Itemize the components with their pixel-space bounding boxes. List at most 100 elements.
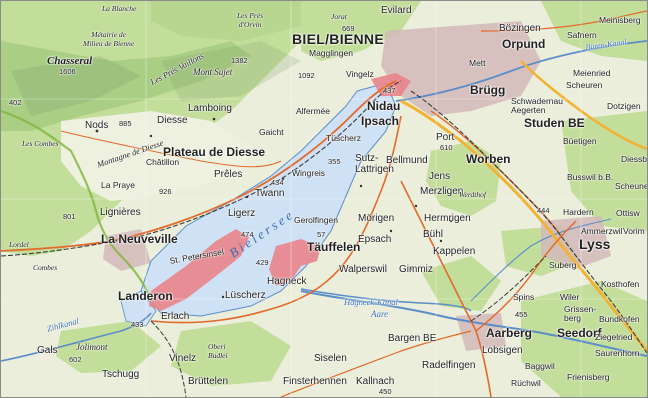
- town-label-bellmund: Bellmund: [386, 155, 428, 166]
- road-aarberg: [400, 180, 492, 397]
- town-label-jens: Jens: [429, 171, 451, 182]
- town-label-morigen: Mörigen: [358, 213, 395, 224]
- forest-jolimont: [56, 321, 161, 373]
- loc-label-meinisberg: Meinisberg: [599, 15, 641, 25]
- water-label-hagneck-kanal: Hagneck-Kanal: [344, 297, 398, 307]
- elevation-label: 455: [515, 310, 528, 319]
- highlight-hagneck: [269, 239, 321, 286]
- loc-label-metairie: Métairie de Milieu de Bienne: [83, 30, 135, 48]
- elevation-label: 437: [383, 86, 396, 95]
- town-label-gals: Gals: [37, 345, 58, 356]
- town-label-ipsach: Ipsach: [361, 114, 400, 128]
- loc-label-la-praye: La Praye: [101, 180, 136, 190]
- loc-label-les-combes: Les Combes: [22, 139, 59, 148]
- town-label-kappelen: Kappelen: [433, 246, 476, 257]
- loc-label-safnern: Safnern: [567, 30, 597, 40]
- loc-label-les-pres: Les Prés d'Orvin: [237, 11, 264, 29]
- water-label-aare: Aare: [371, 309, 389, 319]
- loc-label-vorimholz: Vorim: [623, 226, 645, 236]
- town-label-landeron: Landeron: [118, 289, 173, 303]
- river-old-aare: [470, 218, 612, 302]
- town-label-hagneck: Hagneck: [267, 276, 307, 287]
- forest-east-2: [541, 1, 647, 61]
- plateau-fields: [61, 111, 251, 201]
- loc-label-la-blanche: La Blanche: [102, 4, 137, 13]
- town-label-tauffelen: Täuffelen: [307, 240, 361, 254]
- forest-south-1: [421, 256, 501, 311]
- river-aare: [300, 290, 647, 357]
- elevation-label: 57: [317, 230, 326, 239]
- elevation-label: 1092: [298, 71, 315, 80]
- town-label-bruttelen: Brüttelen: [188, 376, 229, 387]
- loc-label-ruchwil: Rüchwil: [511, 378, 541, 388]
- loc-label-frienisberg: Frienisberg: [567, 372, 610, 382]
- railway-biel-lyss: [410, 90, 647, 354]
- loc-label-wiler: Wiler: [560, 292, 580, 302]
- city-label-biel: BIEL/BIENNE: [292, 31, 384, 47]
- loc-label-chatillon: Châtillon: [146, 157, 180, 167]
- town-label-aarberg: Aarberg: [486, 326, 533, 340]
- town-label-gimmiz: Gimmiz: [399, 264, 433, 275]
- elevation-label: 474: [241, 230, 254, 239]
- canal-nidau-buren: [395, 40, 647, 102]
- town-label-lignieres: Lignières: [100, 207, 141, 218]
- loc-label-jorat: Jorat: [331, 12, 347, 21]
- town-label-hermrigen: Hermrigen: [424, 213, 471, 224]
- town-label-walperswil: Walperswil: [339, 264, 387, 275]
- town-label-seedorf: Seedorf: [557, 326, 602, 340]
- loc-label-diessbach: Diessb: [621, 154, 647, 164]
- loc-label-lordel: Lordel: [9, 240, 29, 249]
- loc-label-spins: Spins: [513, 292, 535, 302]
- loc-label-buetigen: Büetigen: [563, 136, 597, 146]
- elevation-label: 444: [537, 206, 550, 215]
- town-label-radelfingen: Radelfingen: [422, 360, 476, 371]
- elevation-label: 429: [256, 258, 269, 267]
- town-label-nods: Nods: [85, 120, 109, 131]
- loc-label-wingreis: Wingreis: [292, 168, 326, 178]
- forest-south-3: [171, 321, 291, 386]
- town-label-luscherz: Lüscherz: [225, 290, 266, 301]
- loc-label-mont-sujet: Mont Sujet: [193, 67, 233, 77]
- loc-label-tuscherz: Tüscherz: [326, 133, 361, 143]
- road-north-shore: [1, 80, 397, 252]
- loc-label-werdthof: Werdthof: [459, 190, 486, 199]
- motorway-a5: [400, 99, 647, 352]
- town-label-nidau: Nidau: [367, 99, 401, 113]
- elevation-label: 885: [119, 119, 132, 128]
- elevation-label: 926: [159, 187, 172, 196]
- town-label-studen: Studen BE: [524, 116, 585, 130]
- forest-ridge-upper: [151, 1, 301, 41]
- loc-label-schwadernau: Schwadernau: [511, 96, 563, 106]
- road-kallnach: [280, 330, 472, 397]
- road-plateau: [60, 130, 282, 168]
- loc-label-meienried: Meienried: [573, 68, 611, 78]
- railway-aarberg: [470, 255, 547, 322]
- town-label-erlach: Erlach: [161, 311, 190, 322]
- loc-label-dotzigen: Dotzigen: [607, 101, 641, 111]
- town-label-port: Port: [436, 132, 455, 143]
- loc-label-mett: Mett: [469, 58, 486, 68]
- town-label-preles: Prêles: [214, 169, 243, 180]
- town-label-brugg: Brügg: [470, 83, 506, 97]
- loc-label-hardern: Hardern: [563, 207, 594, 217]
- loc-label-ammerzwil: Ammerzwil: [581, 226, 623, 236]
- loc-label-saurenhorn: Saurenhorn: [595, 348, 640, 358]
- canal-zihl: [1, 312, 152, 362]
- region-label-chasseral: Chasseral: [47, 55, 93, 67]
- town-label-worben: Worben: [466, 152, 511, 166]
- elevation-label: 433: [131, 320, 144, 329]
- road-south-shore: [150, 115, 402, 324]
- canal-hagneck: [300, 288, 472, 312]
- elevation-label: 1382: [231, 56, 248, 65]
- loc-label-vingelz: Vingelz: [346, 69, 374, 79]
- elevation-label: 355: [328, 157, 341, 166]
- canton-border: [1, 109, 153, 302]
- loc-label-baggwil: Baggwil: [525, 361, 555, 371]
- elevation-label: 434: [271, 178, 284, 187]
- forest-east-1: [301, 1, 421, 61]
- town-label-twann: Twann: [255, 188, 285, 199]
- town-label-orpund: Orpund: [502, 37, 546, 51]
- relief-shadow-2: [161, 41, 301, 101]
